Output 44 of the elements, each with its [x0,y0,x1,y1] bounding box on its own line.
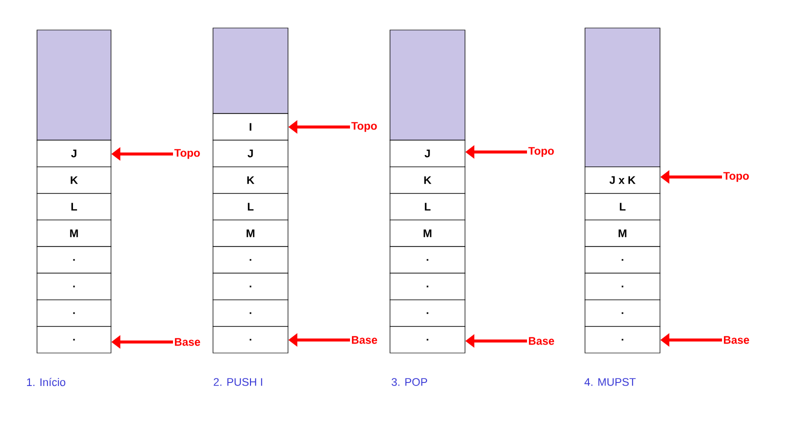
stack-cell: . [36,300,112,327]
pointer-label: Topo [351,122,377,132]
step-caption: 1. Início [27,378,66,386]
step-caption: 3. POP [392,378,428,386]
stack-cell: . [212,300,288,327]
stack-cell: M [390,220,466,247]
stack-cell: . [390,300,466,327]
stack-cell: . [584,246,660,274]
stack-cell: J x K [584,166,660,194]
stack-cell: I [212,113,288,140]
stack-cell: . [212,326,288,354]
stack-cell: . [584,300,660,327]
stack-cell: L [584,193,660,220]
stack-cell: M [212,220,288,247]
stack-cell: . [390,246,466,274]
stack-cell: L [390,193,466,220]
stack-cell: . [584,272,660,300]
pointer-label: Base [724,336,750,344]
stack-cell: J [36,140,112,168]
stack-cell: K [212,166,288,194]
pointer-label: Topo [174,149,200,159]
pointer-label: Base [174,338,200,346]
stack-cell: . [36,326,112,354]
stack-cell: . [390,272,466,300]
stack-cell: . [36,272,112,300]
stack-cell: . [584,326,660,354]
stack-cell: L [212,193,288,220]
stack-cell: L [36,193,112,220]
stack-cell: J [390,140,466,168]
stack-cell: . [212,272,288,300]
step-caption: 4. MUPST [584,378,636,386]
pointer-label: Topo [723,172,749,182]
stack-cell: M [36,220,112,247]
stack-cell: K [390,166,466,194]
pointer-label: Topo [528,147,554,157]
pointer-label: Base [528,337,554,345]
stack-cell: K [36,166,112,194]
stack-cell: J [212,140,288,168]
stack-cell: . [36,246,112,274]
pointer-label: Base [352,336,378,344]
stack-cell: . [390,326,466,354]
stack-cell: M [584,220,660,247]
step-caption: 2. PUSH I [214,378,262,386]
stack-cell: . [212,246,288,274]
